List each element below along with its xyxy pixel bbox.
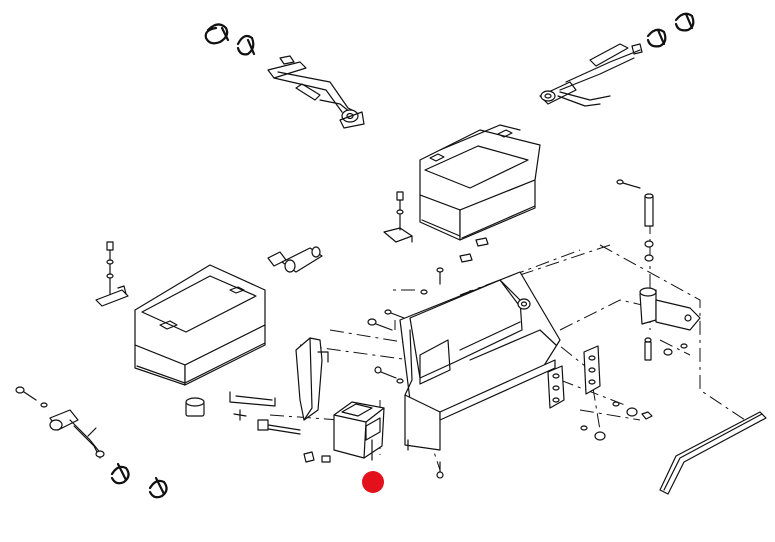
fuse-parts [459, 237, 489, 263]
battery-cable-top-left [267, 55, 365, 129]
support-post [616, 179, 701, 361]
battery-tray [399, 271, 561, 451]
battery-clamp-left [95, 241, 129, 307]
tray-screws [367, 267, 444, 479]
battery-clamp-top [383, 191, 413, 243]
terminal-block-2 [583, 345, 601, 395]
rubber-seal-strip [659, 411, 767, 495]
mounting-rods [185, 391, 301, 435]
red-dot-marker[interactable] [362, 471, 384, 493]
terminal-block-1 [547, 365, 565, 409]
side-panel-left [295, 337, 329, 421]
relay-box [303, 401, 385, 463]
ground-cable-left [15, 386, 105, 459]
relay-connector [267, 246, 323, 273]
battery-top [419, 124, 541, 241]
cable-tie-bottom-left [110, 462, 168, 499]
cable-tie-top-right [646, 12, 695, 48]
washers-nuts [580, 401, 653, 441]
battery-cable-top-right [539, 43, 643, 107]
cable-tie-top-left [204, 23, 256, 56]
battery-left [134, 264, 266, 386]
